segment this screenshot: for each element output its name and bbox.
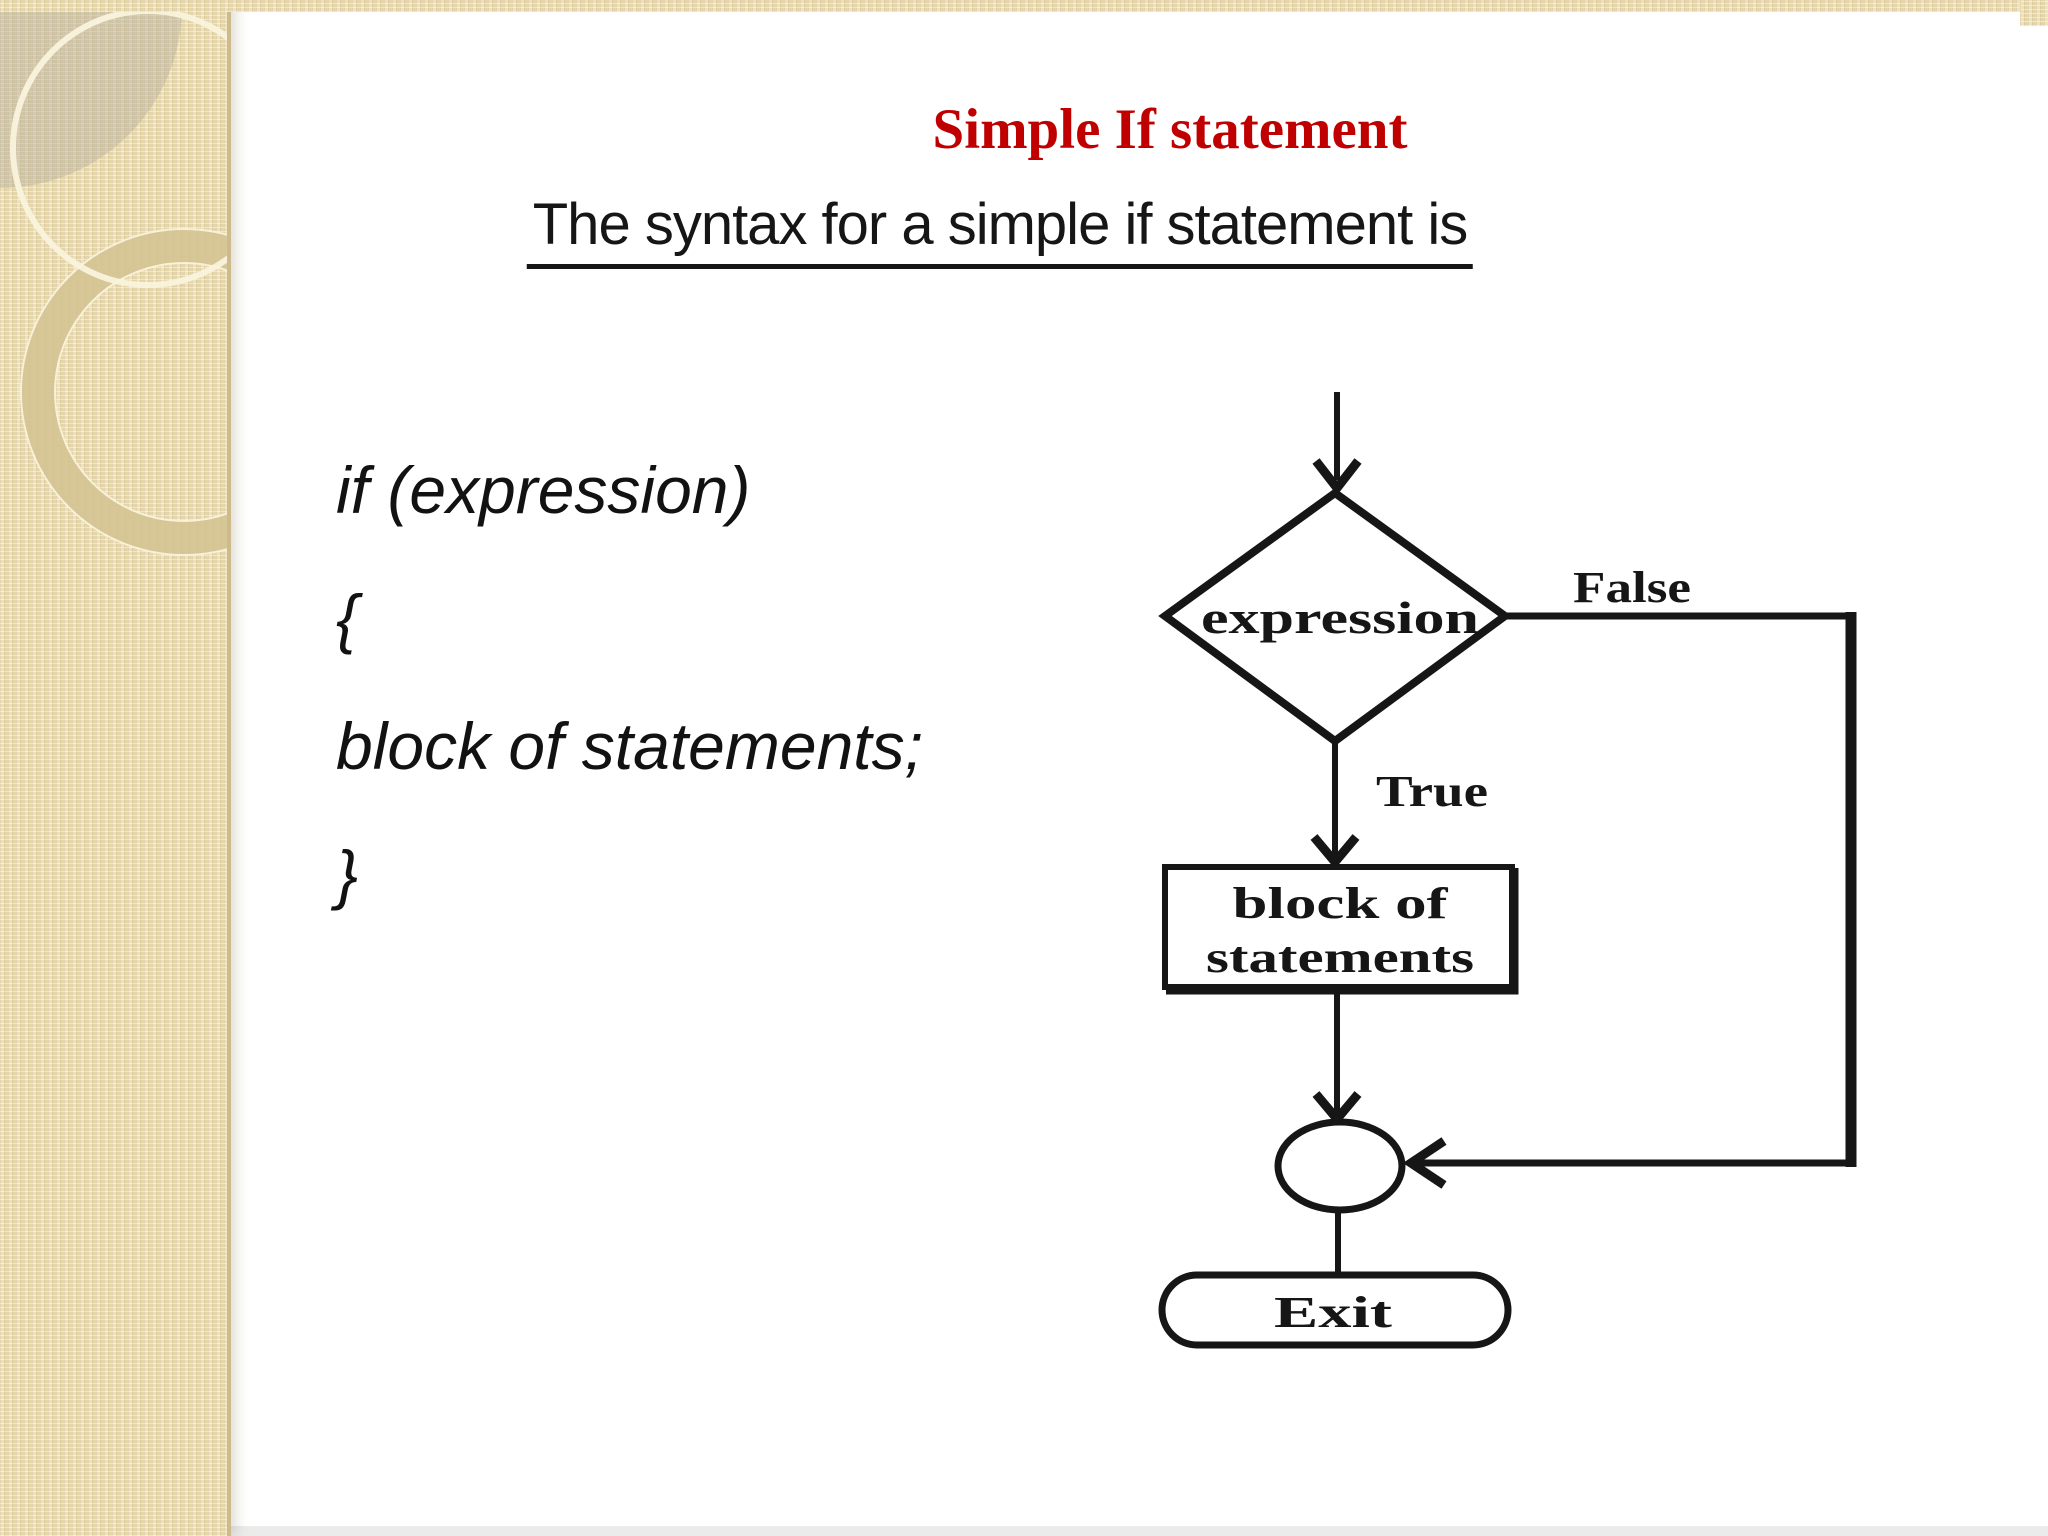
true-label: True <box>1376 767 1488 816</box>
code-line-close-brace: } <box>336 837 359 911</box>
code-line-body: block of statements; <box>336 709 923 783</box>
decision-label: expression <box>1201 592 1479 643</box>
exit-label: Exit <box>1274 1288 1393 1337</box>
process-box-shadow-edge <box>1166 868 1519 995</box>
false-label: False <box>1573 563 1691 612</box>
junction-circle <box>1274 1118 1406 1214</box>
process-label-line2: statements <box>1206 933 1474 982</box>
subtitle-wrap: The syntax for a simple if statement is <box>526 196 1474 269</box>
left-decorative-band <box>0 0 231 1536</box>
top-right-corner-ornament <box>2020 0 2048 26</box>
process-label-line1: block of <box>1233 879 1450 928</box>
entry-arrowhead-icon <box>1312 458 1362 496</box>
true-arrowhead-icon <box>1310 834 1360 869</box>
page-title: Simple If statement <box>932 98 1408 161</box>
code-line-open-brace: { <box>336 581 359 655</box>
subtitle: The syntax for a simple if statement is <box>526 196 1474 269</box>
bottom-border-strip <box>227 1526 2048 1536</box>
process-box <box>1162 864 1515 990</box>
top-border-strip <box>0 0 2048 12</box>
code-line-if: if (expression) <box>336 453 751 527</box>
false-return-arrowhead-icon <box>1402 1137 1447 1189</box>
code-block: if (expression) { block of statements; } <box>336 426 923 938</box>
exit-pill <box>1158 1271 1512 1349</box>
